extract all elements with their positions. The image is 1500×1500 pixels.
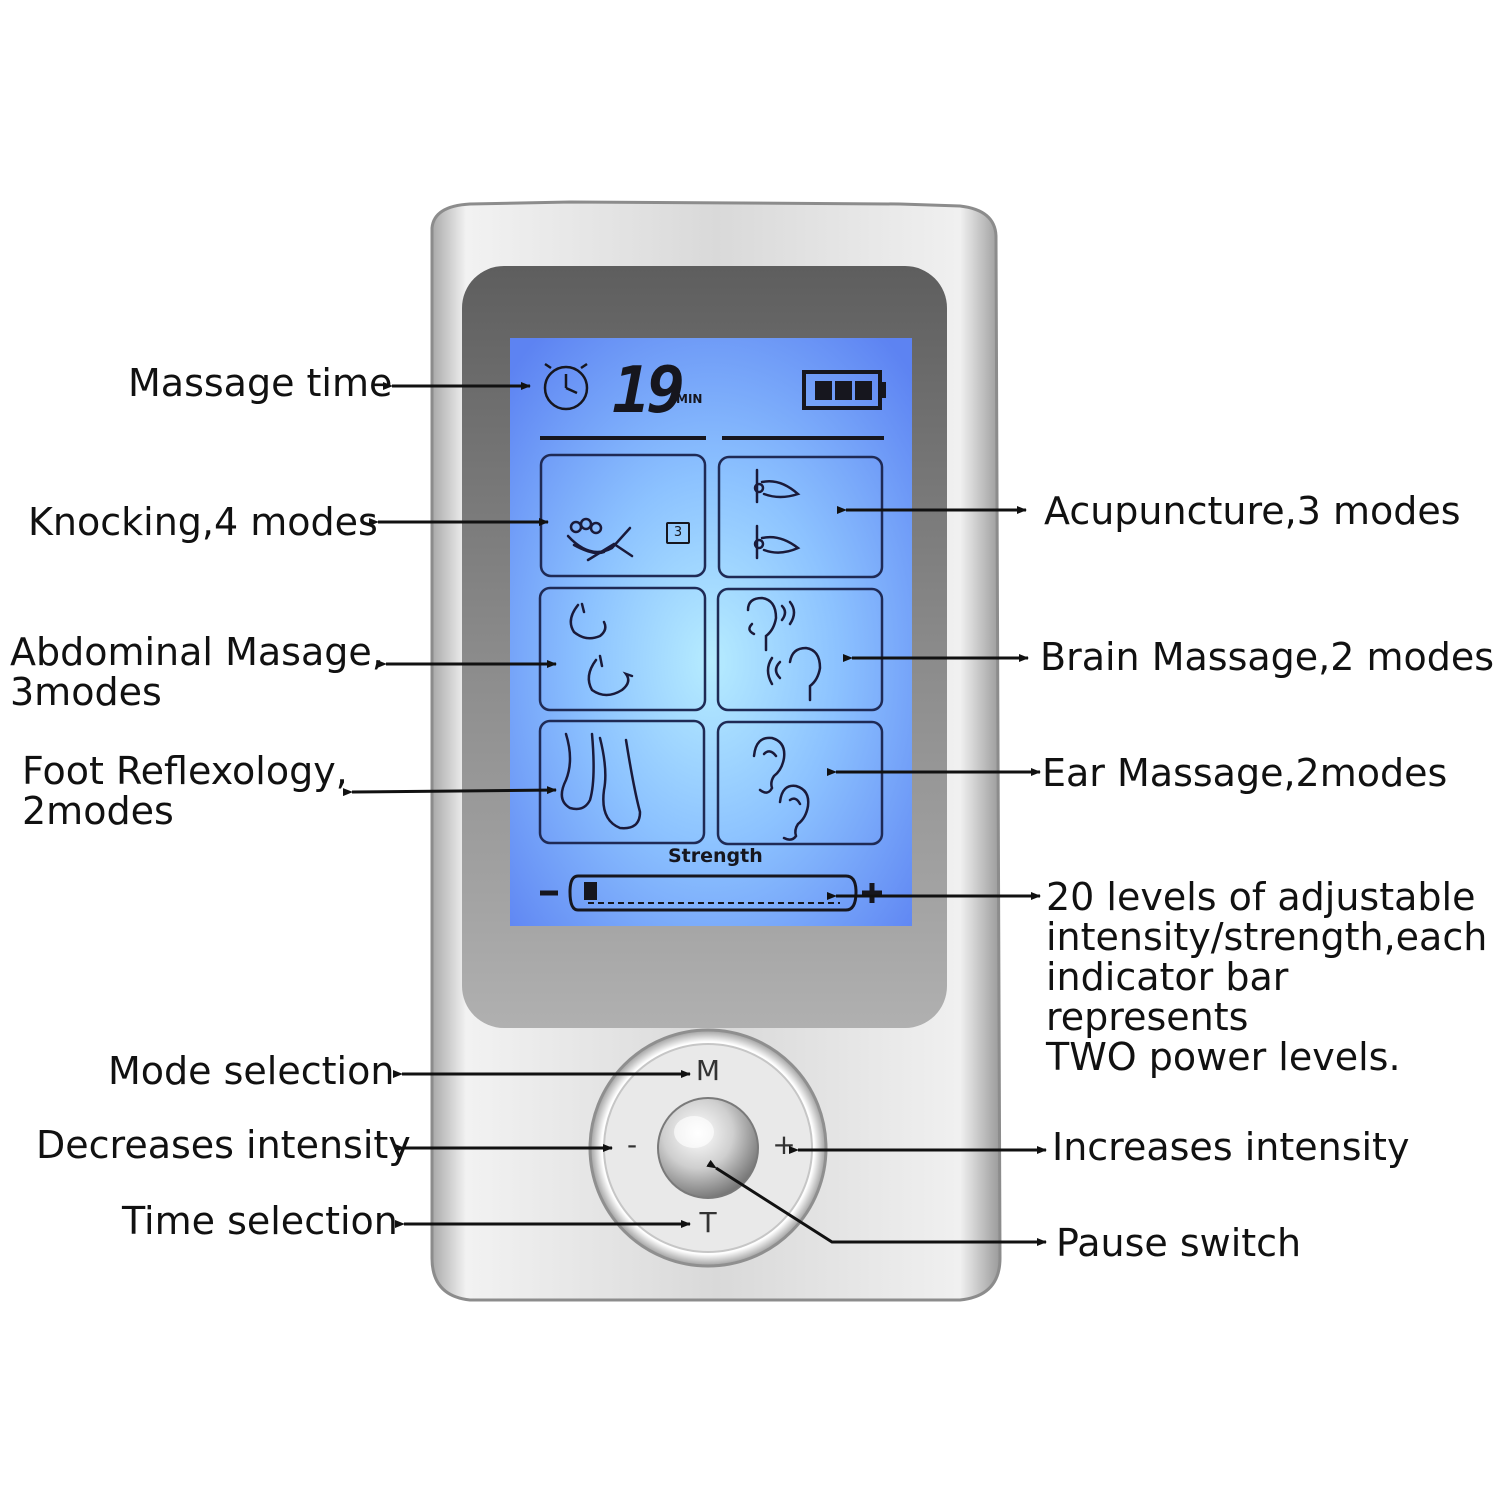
callout-pause: Pause switch bbox=[1056, 1221, 1302, 1265]
callout-intensity-line-4: TWO power levels. bbox=[1046, 1034, 1401, 1079]
foot-icon bbox=[560, 732, 642, 830]
brain-head-icon bbox=[746, 596, 822, 702]
callout-massage-time: Massage time bbox=[128, 361, 393, 405]
callout-acupuncture: Acupuncture,3 modes bbox=[1044, 489, 1461, 533]
plus-button[interactable]: + bbox=[772, 1128, 796, 1161]
strength-level-fill bbox=[584, 882, 597, 900]
callout-foot-line-2: 2modes bbox=[22, 788, 174, 833]
strength-label: Strength bbox=[668, 845, 763, 867]
callout-time-selection: Time selection bbox=[122, 1199, 398, 1243]
lcd-screen bbox=[510, 338, 912, 926]
time-button[interactable]: T bbox=[699, 1206, 717, 1239]
acupuncture-needle-icon bbox=[753, 468, 801, 560]
callout-increases: Increases intensity bbox=[1052, 1125, 1410, 1169]
mode-box-ear bbox=[716, 720, 884, 846]
strength-bar bbox=[540, 874, 882, 912]
knocking-hand-icon bbox=[566, 517, 634, 562]
mode-box-knocking bbox=[539, 453, 707, 578]
callout-abdominal-line-2: 3modes bbox=[10, 669, 162, 714]
clock-icon bbox=[543, 362, 589, 411]
stomach-icon bbox=[569, 602, 634, 697]
callout-abdominal-line-1: Abdominal Masage, bbox=[10, 630, 384, 674]
callout-intensity: 20 levels of adjustable intensity/streng… bbox=[1046, 875, 1500, 1079]
callout-abdominal: Abdominal Masage, 3modes bbox=[10, 630, 384, 714]
mode-box-acupuncture bbox=[717, 455, 884, 579]
callout-foot: Foot Reflexology, 2modes bbox=[22, 749, 348, 833]
callout-mode-selection: Mode selection bbox=[108, 1049, 395, 1093]
mode-number-badge: 3 bbox=[666, 522, 690, 544]
time-unit-label: MIN bbox=[676, 392, 703, 406]
callout-knocking: Knocking,4 modes bbox=[28, 500, 378, 544]
mode-box-brain bbox=[716, 587, 884, 712]
mode-box-foot bbox=[538, 719, 706, 845]
callout-foot-line-1: Foot Reflexology, bbox=[22, 749, 348, 793]
callout-intensity-line-3: indicator bar represents bbox=[1046, 954, 1289, 1039]
callout-intensity-line-2: intensity/strength,each bbox=[1046, 914, 1488, 959]
mode-button[interactable]: M bbox=[695, 1054, 721, 1087]
callout-intensity-line-1: 20 levels of adjustable bbox=[1046, 875, 1476, 919]
battery-icon bbox=[802, 370, 886, 410]
callout-ear: Ear Massage,2modes bbox=[1042, 751, 1448, 795]
ear-icon bbox=[752, 736, 810, 841]
mode-box-abdominal bbox=[538, 586, 707, 712]
minus-button[interactable]: - bbox=[626, 1128, 638, 1161]
callout-brain: Brain Massage,2 modes bbox=[1040, 635, 1495, 679]
time-digits: 19 bbox=[612, 354, 685, 428]
pause-knob bbox=[657, 1097, 759, 1199]
callout-decreases: Decreases intensity bbox=[36, 1123, 411, 1167]
